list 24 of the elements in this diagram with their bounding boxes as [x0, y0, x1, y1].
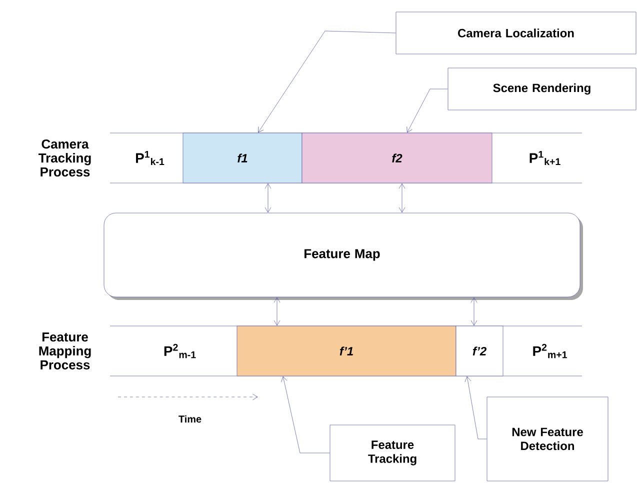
period-label: P$^{2}$m-1	[164, 344, 196, 358]
callout-box: New Feature Detection	[486, 396, 608, 482]
stage-box: f’1	[236, 326, 456, 376]
leader-arrow	[464, 376, 487, 440]
leader-arrow	[281, 376, 330, 454]
period-label: P$^{2}$m+1	[533, 344, 567, 358]
stage-box: f’2	[456, 326, 504, 376]
stage-box: f1	[182, 132, 302, 184]
callout-box: Feature Tracking	[330, 424, 456, 482]
row-label: Camera Tracking Process	[38, 139, 91, 177]
row-label: Feature Mapping Process	[39, 332, 91, 370]
feature-map-box: Feature Map	[104, 212, 583, 300]
double-arrow	[274, 297, 280, 326]
callout-box: Scene Rendering	[448, 68, 636, 110]
stage-box: f2	[302, 132, 492, 184]
period-label: P$^{1}$k+1	[530, 150, 560, 166]
leader-arrow	[406, 88, 448, 133]
double-arrow	[264, 183, 272, 213]
time-label: Time	[178, 415, 202, 423]
callout-box: Camera Localization	[396, 12, 636, 54]
leader-arrow	[258, 30, 396, 133]
period-label: P$^{1}$k-1	[136, 150, 164, 166]
double-arrow	[398, 183, 406, 213]
double-arrow	[470, 297, 478, 326]
